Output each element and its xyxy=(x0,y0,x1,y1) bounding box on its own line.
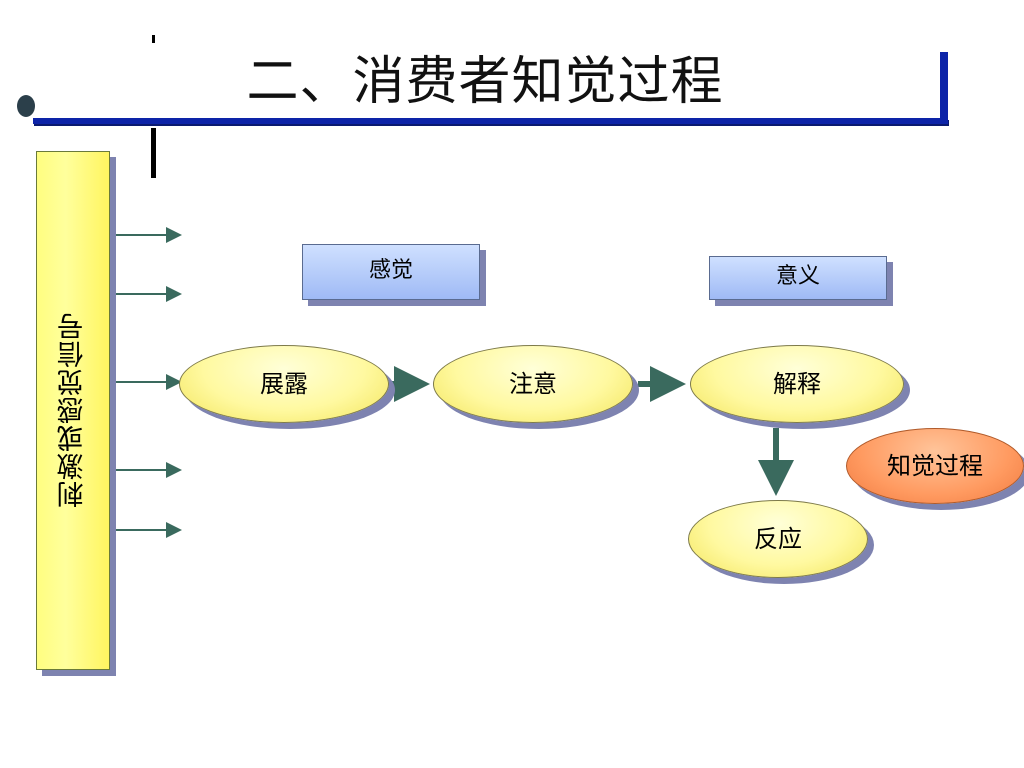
response-node: 反应 xyxy=(688,500,868,578)
title-right-bar xyxy=(940,52,948,122)
stimulus-arrows xyxy=(116,227,182,538)
title-underline-bar xyxy=(33,118,948,124)
sensation-label: 感觉 xyxy=(368,258,413,283)
exposure-label: 展露 xyxy=(260,370,308,398)
response-label: 反应 xyxy=(754,525,802,553)
perception-process-label: 知觉过程 xyxy=(887,452,983,480)
title-tick-bottom xyxy=(151,128,156,178)
exposure-node: 展露 xyxy=(179,345,389,423)
sensation-box: 感觉 xyxy=(302,244,480,300)
meaning-box: 意义 xyxy=(709,256,887,300)
attention-label: 注意 xyxy=(509,370,557,398)
page-title: 二、消费者知觉过程 xyxy=(246,52,724,112)
interpretation-label: 解释 xyxy=(773,370,821,398)
title-left-cap xyxy=(17,95,35,117)
meaning-label: 意义 xyxy=(775,264,820,289)
title-tick-top xyxy=(152,35,155,43)
perception-process-node: 知觉过程 xyxy=(846,428,1024,504)
attention-node: 注意 xyxy=(433,345,633,423)
stimulus-label: 刺激或感觉信号 xyxy=(57,312,89,509)
stimulus-box: 刺激或感觉信号 xyxy=(36,151,110,670)
interpretation-node: 解释 xyxy=(690,345,904,423)
